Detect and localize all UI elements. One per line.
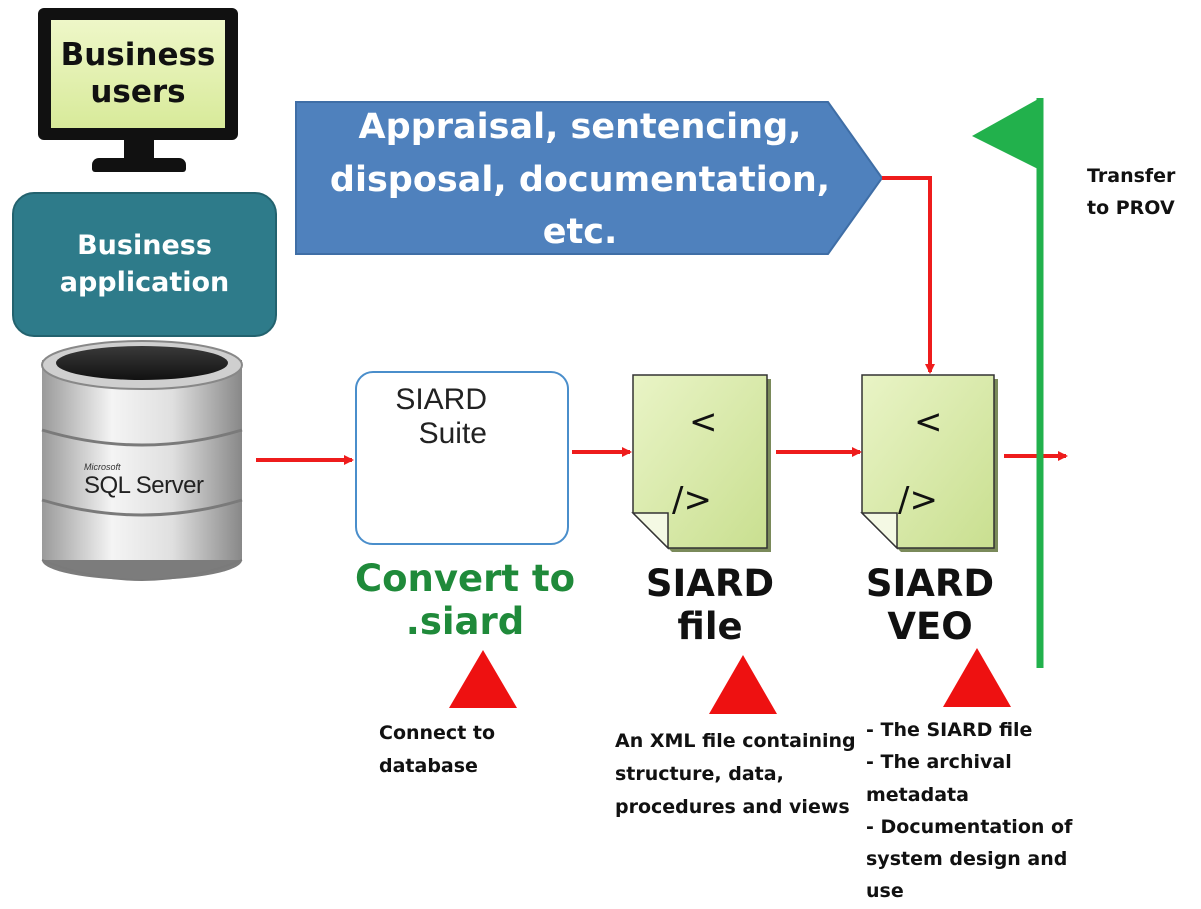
siard-veo-label: SIARD VEO <box>840 562 1020 649</box>
siard-veo-label-text: SIARD VEO <box>865 562 995 649</box>
siard-file-label-text: SIARD file <box>645 562 775 649</box>
convert-label: Convert to .siard <box>330 557 600 643</box>
veo-note-line-1: - The SIARD file <box>866 719 1033 741</box>
transfer-flag-icon <box>972 98 1044 668</box>
business-application-label: Business application <box>59 230 230 298</box>
banner-label: Appraisal, sentencing, disposal, documen… <box>300 107 860 252</box>
convert-marker-triangle <box>449 650 517 708</box>
file-close-tag: /> <box>672 480 712 520</box>
veo-open-tag: < <box>914 402 943 442</box>
banner-text: Appraisal, sentencing, disposal, documen… <box>329 107 831 253</box>
arrow-banner-to-veo <box>882 176 935 374</box>
file-marker-triangle <box>709 655 777 714</box>
sql-server-brand-small: Microsoft <box>84 462 121 472</box>
transfer-label: Transfer to PROV <box>1087 165 1176 220</box>
veo-note-line-3: - Documentation of system design and use <box>866 815 1073 903</box>
file-open-tag: < <box>689 402 718 442</box>
banner-shape <box>295 101 884 255</box>
veo-close-tag: /> <box>898 480 938 520</box>
veo-note: - The SIARD file - The archival metadata… <box>866 714 1096 908</box>
flow-arrows <box>256 176 1068 465</box>
file-note: An XML file containing structure, data, … <box>615 730 856 818</box>
business-application-box: Business application <box>12 192 277 337</box>
convert-label-text: Convert to .siard <box>354 557 576 643</box>
database-icon <box>41 340 243 581</box>
veo-note-line-2: - The archival metadata <box>866 751 1012 806</box>
monitor-base <box>92 158 186 172</box>
convert-note: Connect to database <box>379 722 496 777</box>
sql-server-label: SQL Server <box>84 472 204 499</box>
veo-marker-triangle <box>943 648 1011 707</box>
siard-veo-document-icon <box>860 374 998 552</box>
siard-file-label: SIARD file <box>620 562 800 649</box>
business-users-label: Business users <box>51 20 225 128</box>
siard-suite-label: SIARD Suite <box>395 383 487 450</box>
siard-file-document-icon <box>631 374 771 552</box>
siard-suite-box <box>355 371 569 545</box>
monitor-neck <box>124 140 154 160</box>
